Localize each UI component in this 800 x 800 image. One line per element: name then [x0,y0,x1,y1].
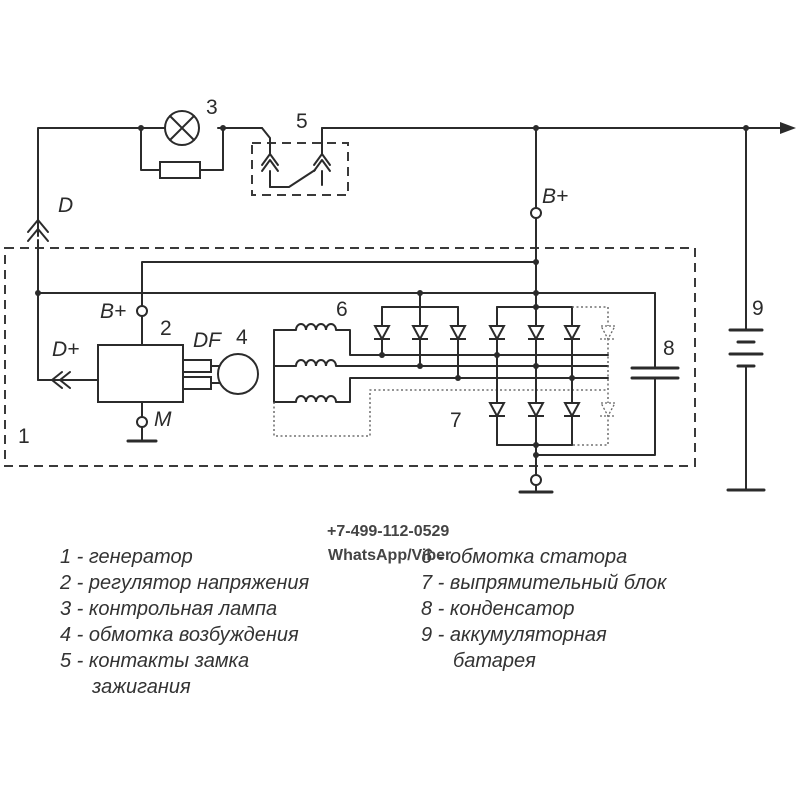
legend-left-5-cont: зажигания [91,676,191,698]
legend-right-9: 9 - аккумуляторная [421,624,607,646]
label-df: DF [193,329,222,352]
regulator-b-plus-terminal [136,305,148,317]
label-6: 6 [336,298,348,321]
rectifier-block [373,290,617,489]
label-4: 4 [236,326,248,349]
watermark-phone: +7-499-112-0529 [327,523,449,540]
legend-left-1: 1 - генератор [60,546,193,568]
resistor-symbol [159,161,201,179]
label-d: D [58,194,73,217]
legend-right-7: 7 - выпрямительный блок [421,572,668,594]
capacitor [533,292,680,458]
label-3: 3 [206,96,218,119]
legend-right-9-cont: батарея [453,650,536,672]
label-2: 2 [160,317,172,340]
label-8: 8 [663,337,675,360]
legend-left-4: 4 - обмотка возбуждения [60,624,299,646]
watermark-apps: WhatsApp/Viber [328,547,451,564]
ignition-switch-box [251,142,349,196]
battery-symbol [726,127,766,492]
legend-right-8: 8 - конденсатор [421,598,574,620]
top-circuit [27,110,796,381]
voltage-regulator [97,344,212,443]
b-plus-terminal [530,207,542,219]
label-b-plus-top: B+ [542,185,568,208]
legend-left-5: 5 - контакты замка [60,650,249,672]
field-winding [210,353,259,395]
label-b-plus-regulator: B+ [100,300,126,323]
legend-left-2: 2 - регулятор напряжения [59,572,309,594]
legend: 1 - генератор 2 - регулятор напряжения 3… [59,546,668,698]
legend-right-6: 6 - обмотка статора [421,546,627,568]
label-9: 9 [752,297,764,320]
label-m: M [154,408,172,431]
stator-winding [273,323,609,437]
generator-housing [4,247,696,467]
ground-terminal [518,474,554,494]
label-7: 7 [450,409,462,432]
legend-left-3: 3 - контрольная лампа [60,598,277,620]
label-1: 1 [18,425,30,448]
label-d-plus: D+ [52,338,79,361]
label-5: 5 [296,110,308,133]
